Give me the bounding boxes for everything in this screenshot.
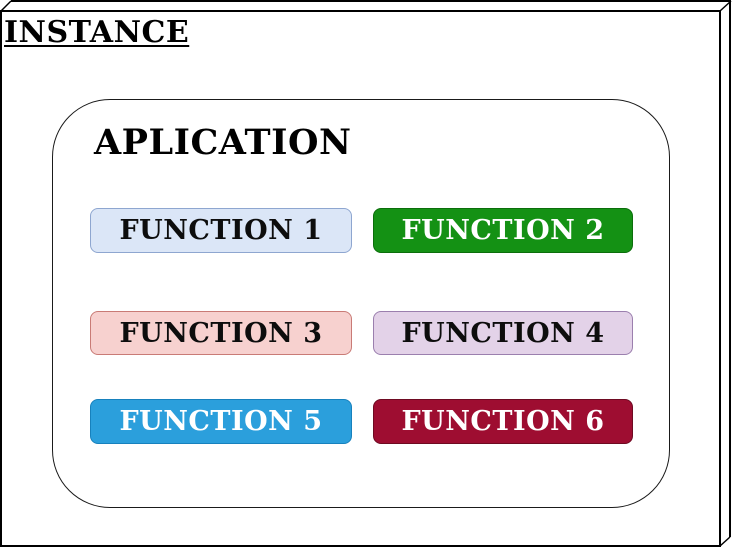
function-1-button[interactable]: FUNCTION 1 xyxy=(90,208,352,253)
function-2-button[interactable]: FUNCTION 2 xyxy=(373,208,633,253)
application-title: APLICATION xyxy=(94,122,352,163)
function-6-button[interactable]: FUNCTION 6 xyxy=(373,399,633,444)
instance-title: INSTANCE xyxy=(4,15,190,50)
function-3-button[interactable]: FUNCTION 3 xyxy=(90,311,352,355)
function-4-button[interactable]: FUNCTION 4 xyxy=(373,311,633,355)
function-5-button[interactable]: FUNCTION 5 xyxy=(90,399,352,444)
application-container xyxy=(52,99,670,508)
